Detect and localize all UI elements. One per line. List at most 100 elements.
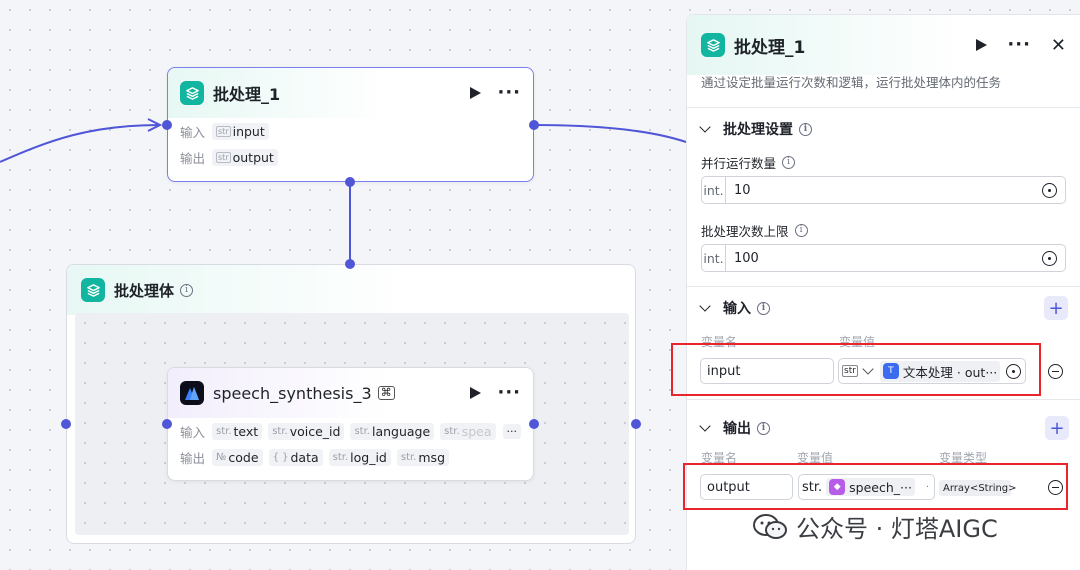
variable-ref-icon[interactable] bbox=[1006, 363, 1021, 379]
remove-output-icon[interactable] bbox=[1048, 480, 1063, 495]
info-icon[interactable]: i bbox=[180, 283, 194, 297]
variable-ref-icon[interactable] bbox=[1042, 182, 1057, 198]
type-select[interactable]: str bbox=[842, 365, 858, 377]
io-label: 输出 bbox=[180, 150, 206, 166]
wire-incoming bbox=[0, 124, 161, 163]
layers-icon bbox=[701, 33, 725, 57]
tag-name: input bbox=[232, 123, 265, 139]
info-icon[interactable]: i bbox=[799, 122, 812, 136]
type-prefix: int. bbox=[702, 245, 726, 271]
panel-title[interactable]: 批处理_1 bbox=[734, 37, 806, 58]
type-badge: str. bbox=[332, 451, 349, 463]
outputs-section-title: 输出 bbox=[723, 421, 751, 437]
play-icon[interactable] bbox=[470, 87, 482, 99]
output-var-value-field[interactable]: str. ◆ speech_··· · bbox=[798, 474, 935, 500]
more-inputs-button[interactable]: ··· bbox=[502, 423, 521, 439]
col-head-value: 变量值 bbox=[839, 335, 876, 349]
play-icon[interactable] bbox=[470, 387, 482, 399]
outputs-section-header[interactable]: 输出 i + bbox=[687, 407, 1080, 449]
layers-icon bbox=[81, 278, 105, 302]
col-head-type: 变量类型 bbox=[939, 451, 988, 465]
reference-chip[interactable]: ◆ speech_··· bbox=[826, 478, 915, 496]
type-badge: str bbox=[216, 151, 231, 163]
watermark-text: 公众号 · 灯塔AIGC bbox=[796, 515, 998, 543]
divider bbox=[687, 286, 1080, 287]
add-output-button[interactable]: + bbox=[1045, 416, 1069, 440]
limit-input[interactable]: int. 100 bbox=[701, 244, 1066, 272]
concurrency-input[interactable]: int. 10 bbox=[701, 176, 1066, 204]
type-badge: str bbox=[216, 125, 231, 137]
speech-node-out-port[interactable] bbox=[529, 419, 539, 429]
chevron-down-icon[interactable] bbox=[699, 420, 711, 432]
batch-node-title: 批处理_1 bbox=[213, 85, 281, 104]
reference-chip-label: speech_··· bbox=[849, 479, 912, 495]
info-icon[interactable]: i bbox=[794, 223, 808, 237]
output-var-name-field[interactable]: output bbox=[700, 474, 793, 500]
tag-name: language bbox=[371, 423, 431, 439]
type-badge: str. bbox=[216, 425, 232, 437]
input-var-name-field[interactable]: input bbox=[700, 358, 834, 384]
batch-node-out-port[interactable] bbox=[529, 120, 539, 130]
type-prefix: int. bbox=[702, 177, 726, 203]
remove-input-icon[interactable] bbox=[1048, 364, 1063, 379]
batch-body-header: 批处理体 i bbox=[67, 265, 635, 315]
batch-node-header: 批处理_1 ··· bbox=[168, 68, 533, 118]
layers-icon bbox=[180, 81, 204, 105]
tag-name: msg bbox=[418, 449, 445, 465]
inputs-section-header[interactable]: 输入 i + bbox=[687, 287, 1080, 329]
io-tag: { }data bbox=[268, 448, 323, 466]
io-tag: str.msg bbox=[396, 448, 449, 466]
reference-chip-label: 文本处理 · out··· bbox=[902, 364, 998, 380]
tag-name: code bbox=[228, 449, 259, 465]
more-icon[interactable]: ··· bbox=[497, 382, 521, 403]
tag-name: text bbox=[233, 423, 259, 439]
speech-node-in-port[interactable] bbox=[162, 419, 172, 429]
info-icon[interactable]: i bbox=[757, 421, 770, 435]
io-label: 输出 bbox=[180, 450, 206, 466]
type-badge: { } bbox=[272, 451, 289, 463]
batch-node-body-port[interactable] bbox=[345, 177, 355, 187]
settings-section-header[interactable]: 批处理设置 i bbox=[687, 108, 1080, 150]
wire-outgoing bbox=[533, 124, 687, 143]
close-icon[interactable]: ✕ bbox=[1050, 34, 1066, 56]
info-icon[interactable]: i bbox=[782, 155, 796, 169]
io-tag: str.language bbox=[350, 422, 435, 440]
more-icon[interactable]: ··· bbox=[497, 82, 521, 103]
batch-node-in-port[interactable] bbox=[162, 120, 172, 130]
cube-icon: ◆ bbox=[829, 479, 846, 495]
reference-chip[interactable]: T 文本处理 · out··· bbox=[879, 360, 1001, 382]
batch-body-right-port[interactable] bbox=[631, 419, 641, 429]
more-icon[interactable]: ··· bbox=[1007, 34, 1031, 55]
io-tag: str.text bbox=[212, 422, 263, 440]
chevron-down-icon[interactable] bbox=[699, 121, 711, 133]
variable-ref-icon[interactable] bbox=[1042, 250, 1057, 266]
panel-description: 通过设定批量运行次数和逻辑，运行批处理体内的任务 bbox=[701, 75, 1002, 90]
node-settings-panel: 批处理_1 ··· ✕ 通过设定批量运行次数和逻辑，运行批处理体内的任务 批处理… bbox=[686, 14, 1080, 570]
tag-name: output bbox=[232, 149, 274, 165]
play-icon[interactable] bbox=[976, 39, 988, 51]
batch-body-left-port[interactable] bbox=[61, 419, 71, 429]
add-input-button[interactable]: + bbox=[1044, 296, 1068, 320]
concurrency-value[interactable]: 10 bbox=[734, 182, 751, 198]
output-var-type[interactable]: Array<String> bbox=[939, 480, 1017, 496]
info-icon[interactable]: i bbox=[757, 301, 770, 315]
io-tag: str.voice_id bbox=[268, 422, 345, 440]
input-var-value-field[interactable]: str T 文本处理 · out··· bbox=[838, 358, 1026, 384]
tag-name: spea bbox=[461, 423, 492, 439]
limit-label: 批处理次数上限 i bbox=[687, 218, 1080, 242]
io-label: 输入 bbox=[180, 424, 206, 440]
type-badge: № bbox=[216, 451, 227, 463]
batch-body-top-port[interactable] bbox=[345, 259, 355, 269]
divider bbox=[687, 107, 1080, 108]
chevron-down-icon[interactable] bbox=[699, 300, 711, 312]
wire-incoming-arrow bbox=[147, 118, 163, 132]
io-tag: str.log_id bbox=[328, 448, 391, 466]
limit-label-text: 批处理次数上限 bbox=[701, 223, 789, 239]
speech-synthesis-node[interactable]: speech_synthesis_3 ⌘ ··· 输入 str.text str… bbox=[167, 367, 534, 481]
tag-name: voice_id bbox=[289, 423, 341, 439]
limit-value[interactable]: 100 bbox=[734, 250, 759, 266]
inputs-section-title: 输入 bbox=[723, 301, 751, 317]
